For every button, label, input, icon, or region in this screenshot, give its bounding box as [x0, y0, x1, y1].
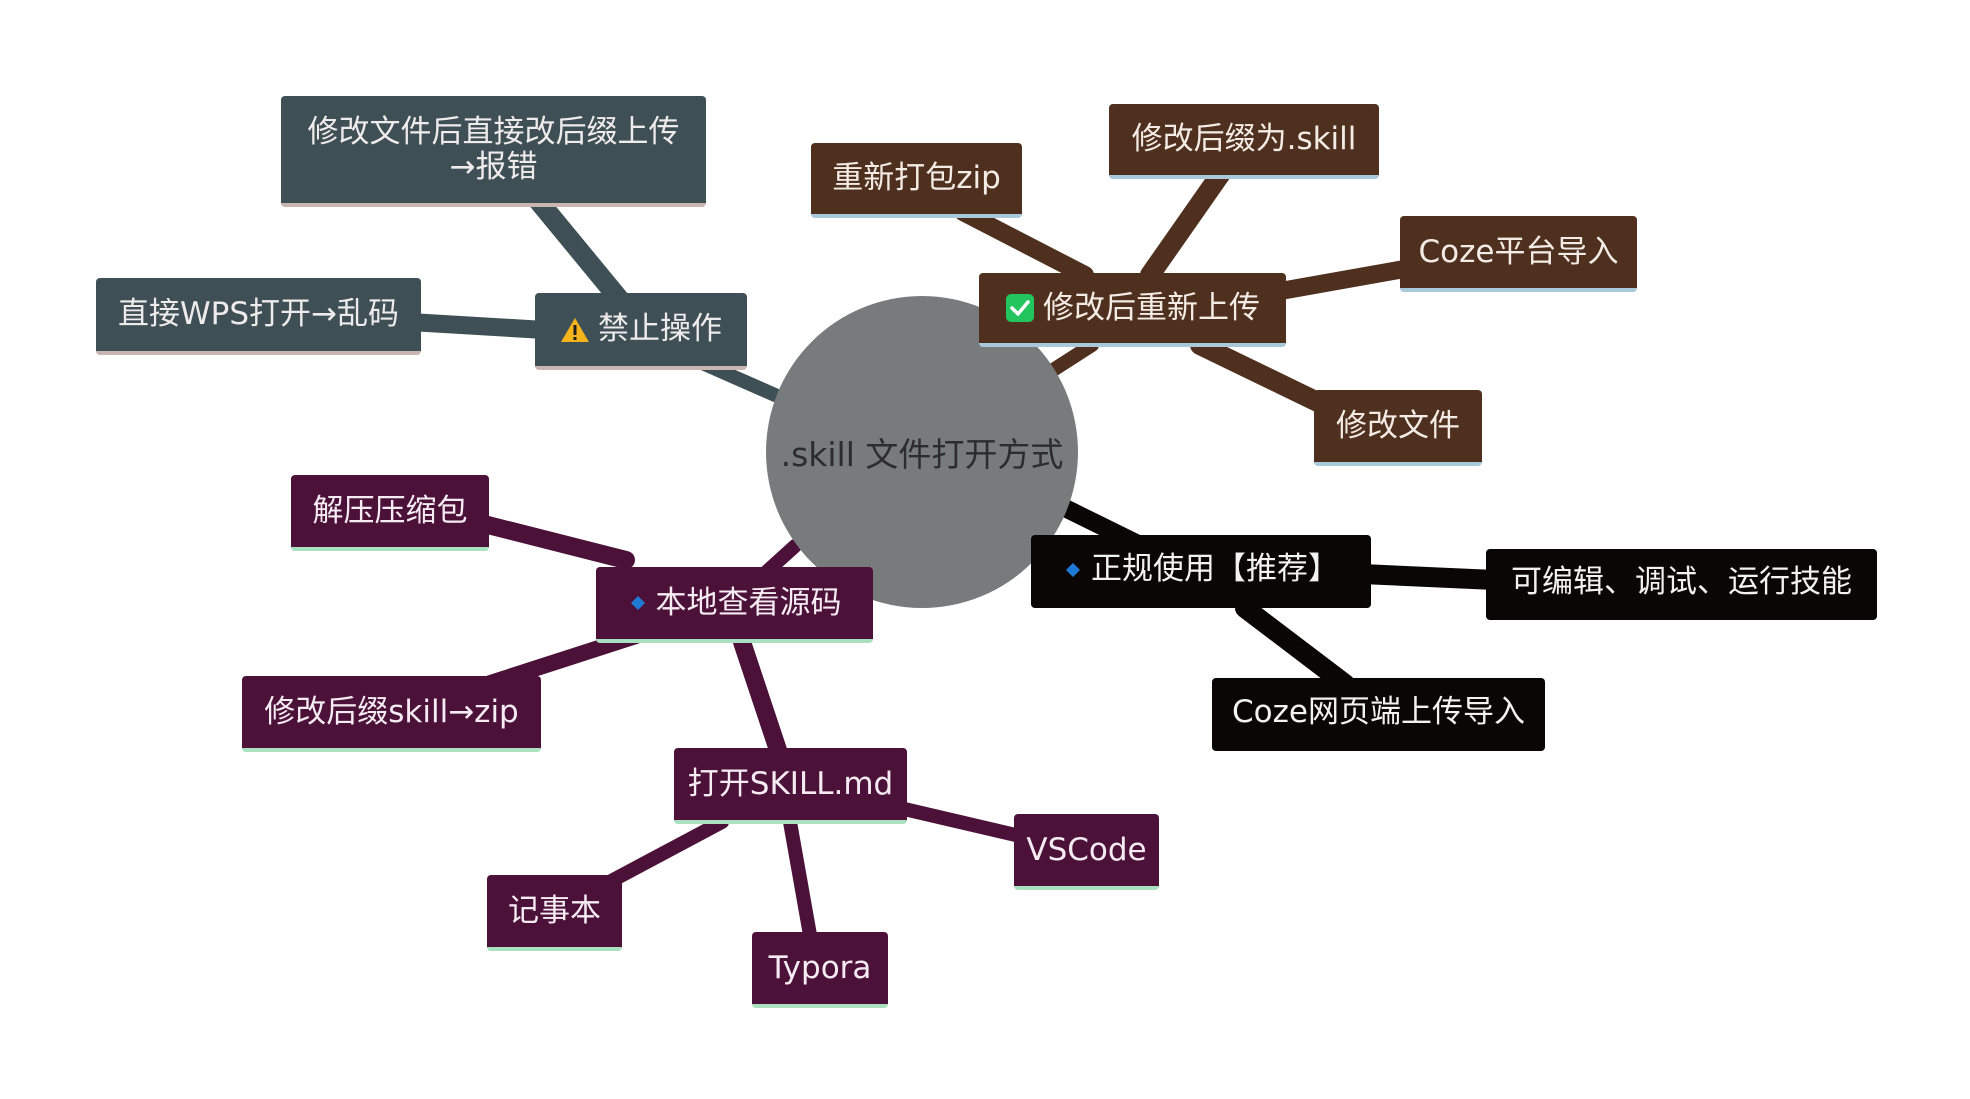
leaf-label: 修改后缀为.skill: [1131, 121, 1357, 158]
leaf-node-rename-skill-to-zip[interactable]: 修改后缀skill→zip: [242, 676, 541, 752]
check-box-icon: [1005, 293, 1035, 323]
leaf-label: 重新打包zip: [832, 160, 1001, 197]
connector-reupload-ext: [1140, 162, 1232, 285]
subbranch-label: 打开SKILL.md: [687, 765, 894, 802]
branch-label-local: 本地查看源码: [655, 584, 842, 621]
leaf-node-rename-upload-error[interactable]: 修改文件后直接改后缀上传→报错: [281, 96, 706, 207]
leaf-label: 直接WPS打开→乱码: [118, 296, 399, 333]
connector-reupload-coze: [1266, 259, 1419, 301]
leaf-label: 修改文件后直接改后缀上传→报错: [307, 113, 680, 185]
branch-node-local-source[interactable]: 本地查看源码: [596, 567, 873, 643]
subbranch-node-open-skill-md[interactable]: 打开SKILL.md: [674, 748, 907, 824]
leaf-node-notepad[interactable]: 记事本: [487, 875, 622, 951]
leaf-label: VSCode: [1026, 831, 1147, 868]
blue-diamond-icon: [628, 593, 648, 613]
connector-openmd-vscode: [893, 801, 1027, 843]
leaf-label: 可编辑、调试、运行技能: [1511, 564, 1852, 601]
leaf-label: 修改文件: [1336, 407, 1460, 444]
connector-official-cozeweb: [1235, 598, 1355, 694]
branch-node-reupload[interactable]: 修改后重新上传: [979, 273, 1286, 347]
leaf-label: 记事本: [508, 892, 601, 929]
connector-forbidden-rename: [526, 188, 630, 310]
leaf-node-coze-import[interactable]: Coze平台导入: [1400, 216, 1637, 292]
connector-forbidden-wps: [401, 313, 554, 339]
leaf-node-rename-to-skill[interactable]: 修改后缀为.skill: [1109, 104, 1379, 179]
blue-diamond-icon: [1063, 560, 1083, 580]
leaf-node-direct-wps[interactable]: 直接WPS打开→乱码: [96, 278, 421, 355]
leaf-node-edit-file[interactable]: 修改文件: [1314, 390, 1482, 466]
leaf-node-vscode[interactable]: VSCode: [1014, 814, 1159, 890]
leaf-label: 解压压缩包: [312, 492, 468, 529]
center-topic-label: .skill 文件打开方式: [780, 435, 1064, 474]
connector-reupload-edit: [1190, 335, 1340, 418]
leaf-node-unzip[interactable]: 解压压缩包: [291, 475, 489, 551]
leaf-node-editable-debug-run[interactable]: 可编辑、调试、运行技能: [1486, 549, 1877, 620]
leaf-node-coze-web-upload[interactable]: Coze网页端上传导入: [1212, 678, 1545, 751]
leaf-label: Coze平台导入: [1418, 233, 1619, 270]
warning-icon: [560, 316, 590, 344]
connector-reupload-repack: [954, 203, 1094, 284]
leaf-label: Typora: [768, 949, 872, 986]
center-topic-node[interactable]: .skill 文件打开方式: [766, 296, 1078, 608]
connector-official-editable: [1352, 564, 1505, 590]
branch-label-reupload: 修改后重新上传: [1043, 289, 1260, 326]
leaf-label: 修改后缀skill→zip: [264, 693, 519, 730]
connector-local-unzip: [471, 514, 635, 569]
branch-label-forbidden: 禁止操作: [598, 311, 722, 348]
branch-node-forbidden[interactable]: 禁止操作: [535, 293, 747, 370]
leaf-node-typora[interactable]: Typora: [752, 932, 888, 1008]
branch-node-official[interactable]: 正规使用【推荐】: [1031, 535, 1371, 608]
leaf-label: Coze网页端上传导入: [1232, 694, 1525, 731]
branch-label-official: 正规使用【推荐】: [1091, 551, 1339, 588]
connector-openmd-typora: [783, 815, 817, 942]
leaf-node-repack-zip[interactable]: 重新打包zip: [811, 143, 1022, 218]
connector-local-openmd: [733, 633, 787, 759]
connector-center-reupload: [1043, 338, 1099, 379]
